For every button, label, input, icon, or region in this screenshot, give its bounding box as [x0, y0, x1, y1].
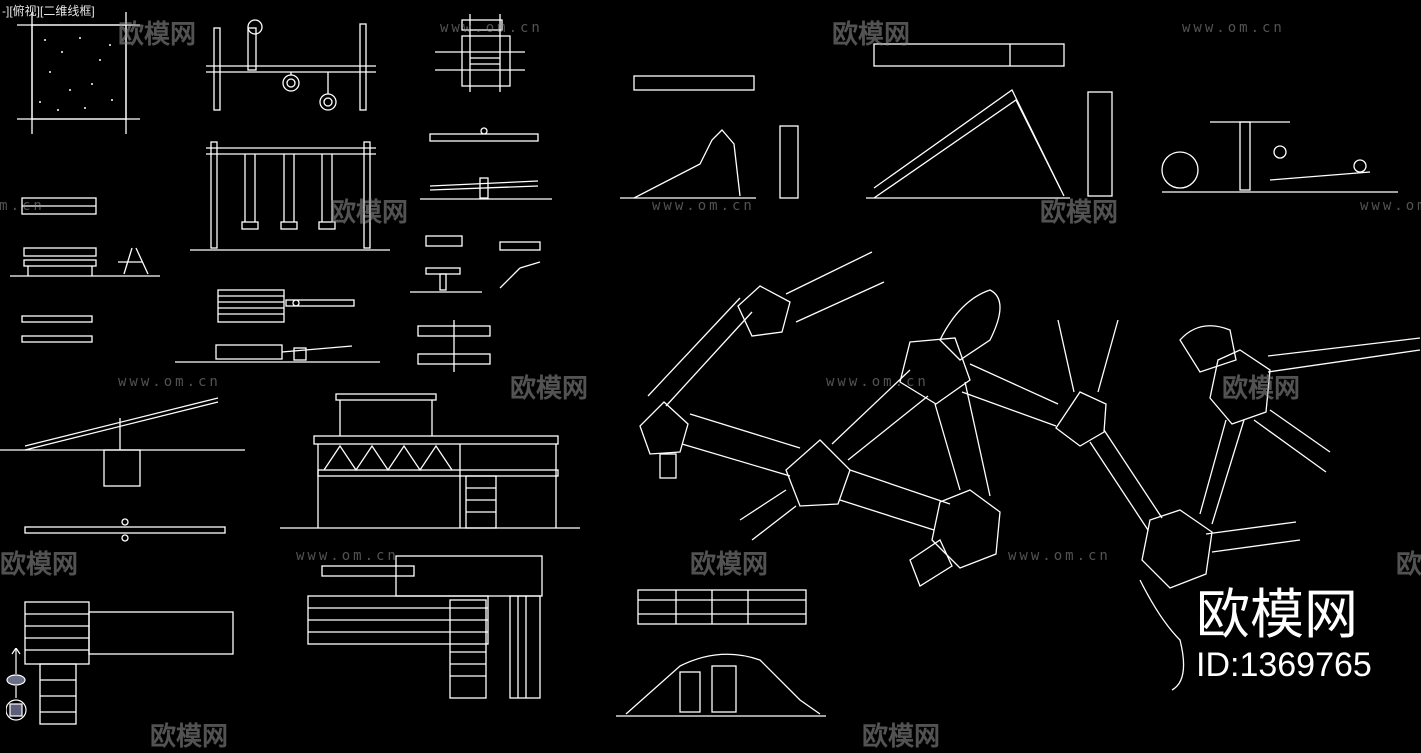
- brand-block: 欧模网 ID:1369765: [1196, 588, 1372, 685]
- slides-elevations: [620, 43, 1113, 199]
- monkey-bars-rings: [206, 19, 376, 111]
- deck-plan: [307, 555, 543, 699]
- ucs-icon[interactable]: [5, 646, 36, 730]
- brand-name: 欧模网: [1196, 583, 1358, 646]
- brand-id: ID:1369765: [1196, 646, 1372, 684]
- cad-drawing: [0, 12, 1421, 725]
- bottom-elevations: [616, 589, 826, 717]
- spring-riders: [410, 235, 541, 372]
- slide-deck-plan: [24, 601, 234, 725]
- climber-plan: [435, 14, 525, 92]
- swing-set: [190, 141, 390, 251]
- seesaw-small: [420, 127, 552, 200]
- scene-elevation: [1161, 121, 1398, 193]
- viewport-label[interactable]: -][俯视][二维线框]: [2, 4, 95, 18]
- seesaw-large: [0, 397, 245, 542]
- benches: [10, 197, 160, 343]
- sandbox-plan: [17, 12, 140, 134]
- play-tower: [280, 393, 580, 529]
- seesaw-bench-set: [175, 289, 380, 363]
- playground-plan: [639, 251, 1421, 691]
